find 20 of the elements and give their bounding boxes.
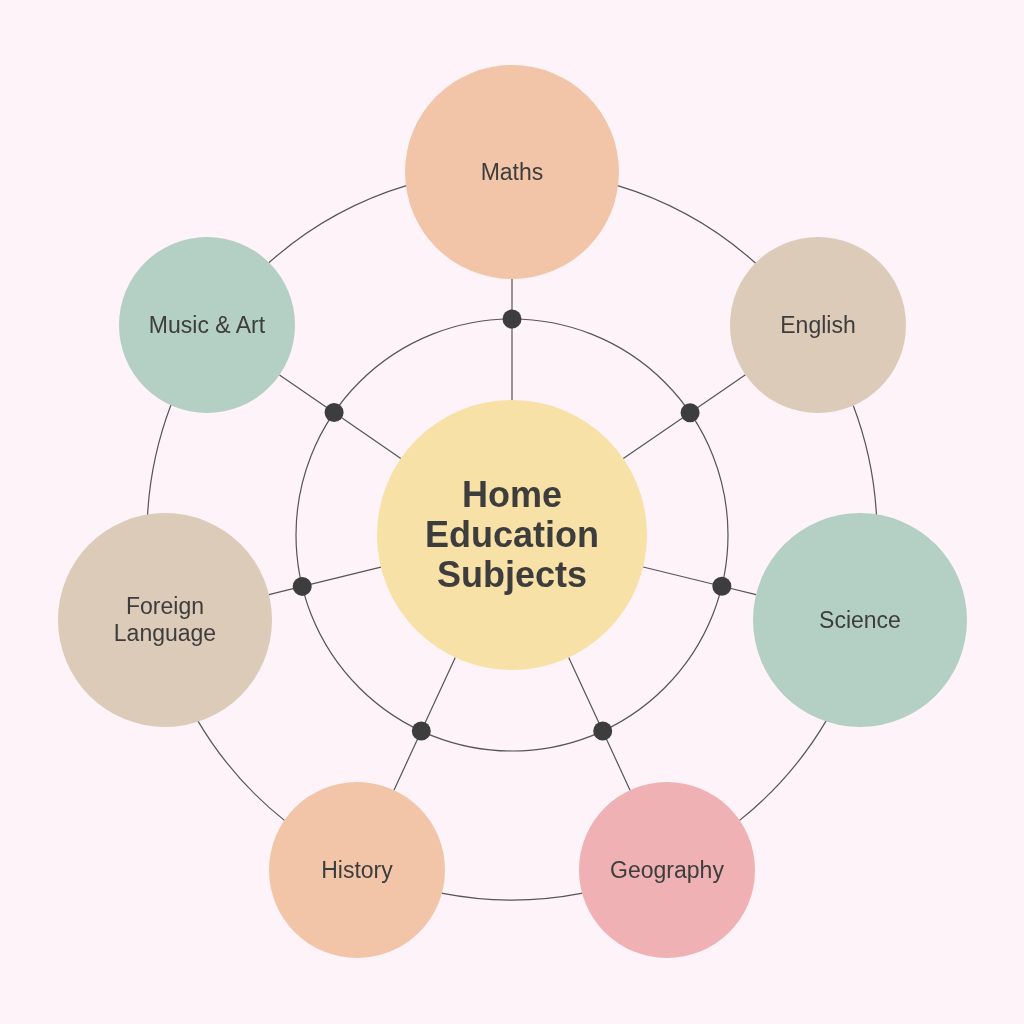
spoke-line [278, 374, 402, 460]
spoke-line [393, 656, 456, 791]
ring-arc [196, 719, 286, 822]
spoke-line [622, 374, 747, 460]
subject-label: Music & Art [148, 311, 266, 339]
hub-title: Home Education Subjects [424, 475, 600, 595]
ring-arc [268, 184, 408, 264]
subject-label: Geography [610, 856, 724, 884]
ring-arc [440, 892, 584, 901]
spoke-line [268, 566, 382, 596]
subject-label: Foreign Language [112, 593, 218, 647]
ring-arc [738, 719, 828, 822]
spoke-line [511, 278, 513, 401]
subject-label: History [321, 856, 393, 884]
spoke-line [568, 656, 631, 791]
subject-label: Maths [480, 158, 544, 186]
subject-label: Science [819, 606, 901, 634]
spoke-line [642, 566, 757, 596]
subject-label: English [780, 311, 856, 339]
ring-arc [616, 184, 757, 264]
